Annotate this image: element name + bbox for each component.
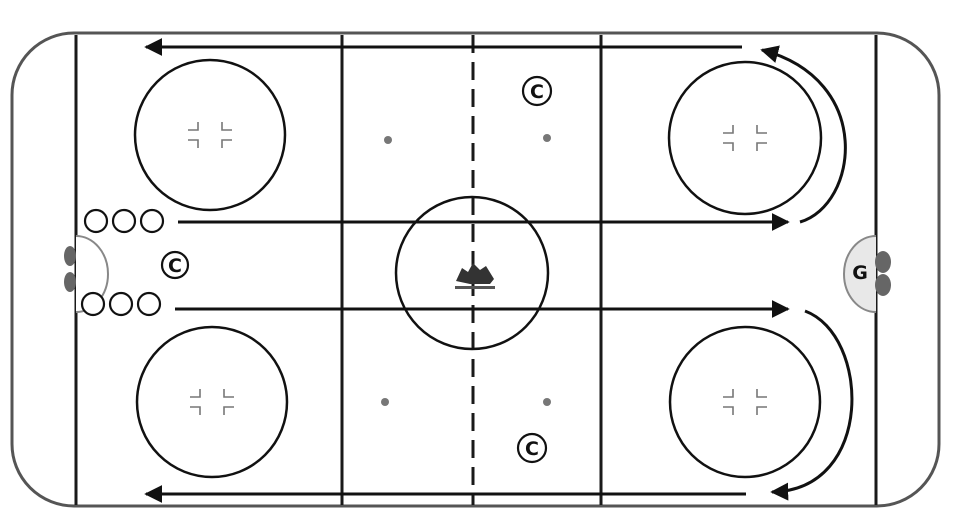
coach-label: C (530, 81, 544, 103)
faceoff-hash-marks-icon (188, 122, 767, 415)
coach-marker-left: C (160, 250, 190, 280)
coach-marker-top-center: C (521, 75, 553, 107)
crease-right (843, 235, 877, 313)
faceoff-circle-bottom-right (668, 325, 822, 479)
faceoff-circle-top-left (133, 58, 287, 212)
player-circle-icon (108, 291, 134, 317)
center-circle (394, 195, 550, 351)
faceoff-circle-top-right (667, 60, 823, 216)
player-circle-icon (136, 291, 162, 317)
hockey-canada-logo-icon (455, 263, 495, 289)
arrow-curve-bottom-right (770, 309, 854, 501)
player-circle-icon (111, 208, 137, 234)
player-circle-icon (83, 208, 109, 234)
player-group-bottom (80, 291, 162, 317)
coach-label: C (525, 438, 539, 460)
player-group-top (83, 208, 165, 234)
neutral-zone-dots (381, 134, 551, 406)
arrow-curve-top-right (760, 45, 847, 224)
goal-marker-right (875, 251, 891, 296)
coach-marker-bottom-center: C (516, 432, 548, 464)
goal-marker-left (64, 246, 76, 292)
goalie-label: G (852, 262, 868, 284)
player-circle-icon (80, 291, 106, 317)
faceoff-circle-bottom-left (135, 325, 289, 479)
player-circle-icon (139, 208, 165, 234)
coach-label: C (168, 255, 182, 277)
